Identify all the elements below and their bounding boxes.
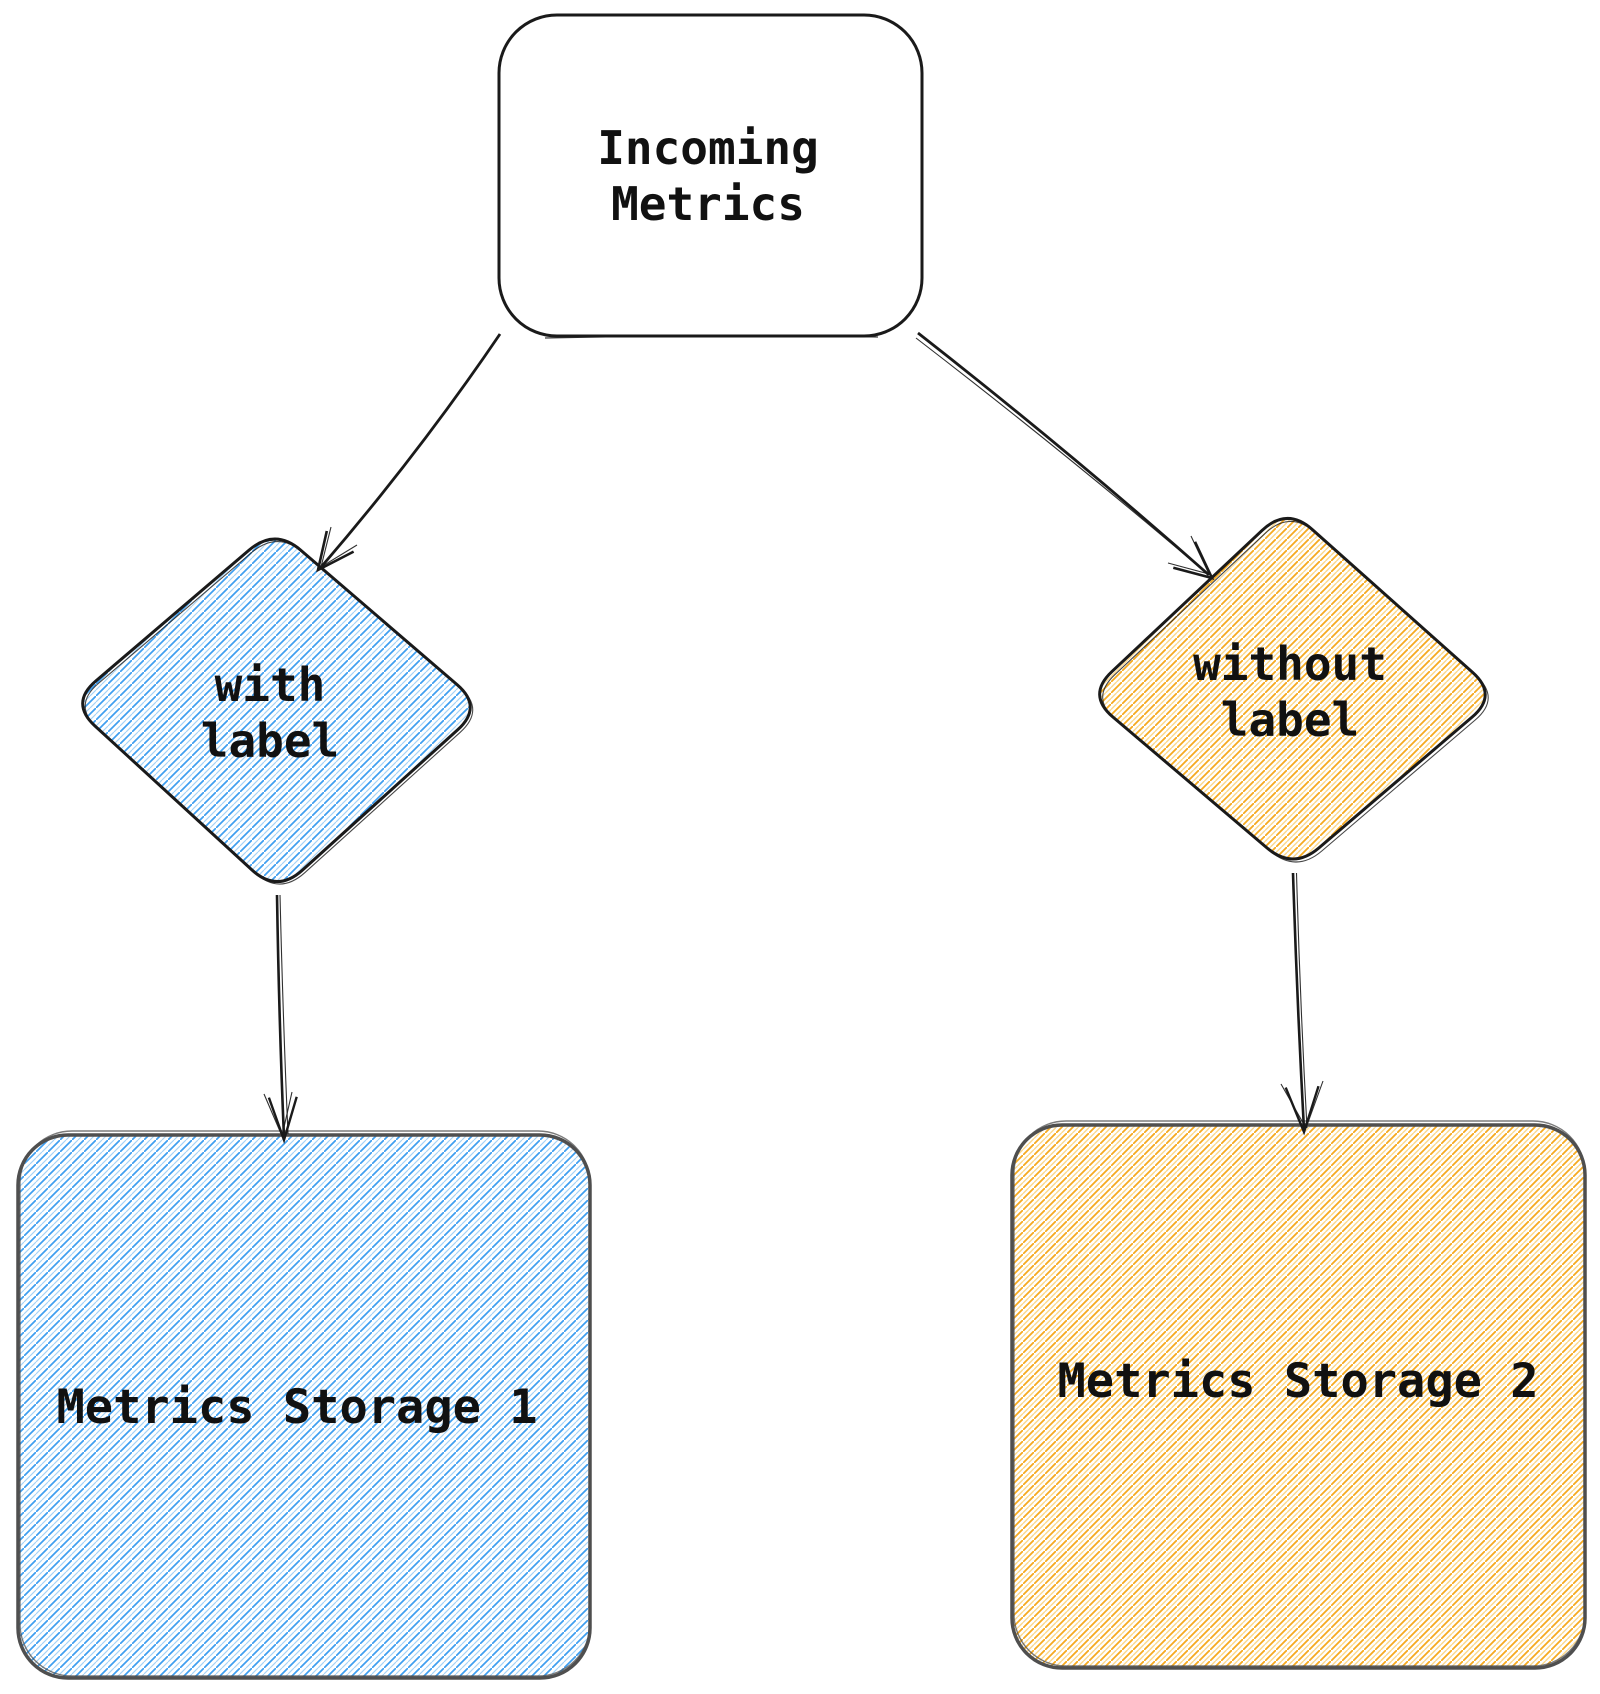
arrow-incoming-to-with-label xyxy=(316,333,502,573)
incoming-metrics-line2: Metrics xyxy=(611,177,805,231)
incoming-metrics-label: Incoming Metrics xyxy=(597,120,819,232)
with-label-line2: label xyxy=(200,714,340,768)
without-label-line1: without xyxy=(1193,637,1387,691)
metrics-storage-2-label: Metrics Storage 2 xyxy=(1057,1354,1539,1409)
without-label-text: without label xyxy=(1193,636,1387,748)
arrow-incoming-to-without-label xyxy=(915,331,1215,580)
with-label-line1: with xyxy=(214,658,326,712)
with-label-diamond xyxy=(81,537,474,885)
metrics-storage-2-node xyxy=(1010,1120,1587,1670)
with-label-text: with label xyxy=(201,657,339,769)
without-label-diamond xyxy=(1098,516,1489,863)
arrow-without-label-to-storage2 xyxy=(1280,872,1324,1136)
metrics-storage-1-node xyxy=(16,1130,592,1680)
incoming-metrics-node xyxy=(497,13,924,339)
without-label-line2: label xyxy=(1220,693,1360,747)
metrics-storage-1-label: Metrics Storage 1 xyxy=(56,1380,538,1435)
arrow-with-label-to-storage1 xyxy=(263,894,298,1144)
incoming-metrics-line1: Incoming xyxy=(597,121,819,175)
